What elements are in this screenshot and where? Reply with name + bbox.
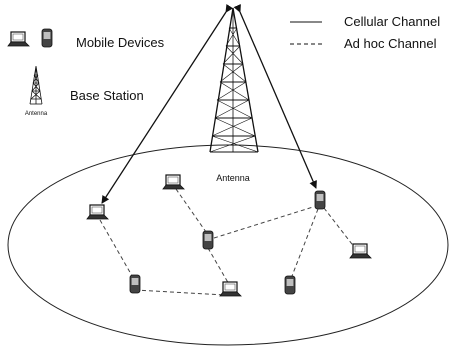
adhoc-link (213, 206, 314, 239)
laptop-icon (219, 281, 242, 297)
cellular-link (101, 3, 234, 204)
phone-icon (314, 190, 326, 210)
adhoc-link (99, 219, 136, 282)
base-station-tower (209, 7, 259, 153)
adhoc-link (323, 207, 356, 249)
laptop-icon (162, 174, 185, 190)
adhoc-link (175, 188, 207, 233)
adhoc-link (207, 247, 231, 287)
adhoc-link (291, 208, 319, 277)
laptop-icon (349, 243, 372, 259)
legend-base-station-label: Base Station (70, 88, 144, 103)
legend-mobile-devices-label: Mobile Devices (76, 35, 165, 50)
cellular-links (101, 3, 317, 204)
legend-antenna-icon (29, 65, 43, 105)
cellular-link (233, 3, 317, 189)
legend-cellular-channel-label: Cellular Channel (344, 14, 440, 29)
legend-laptop-icon (7, 31, 30, 47)
adhoc-link (134, 289, 226, 296)
legend-antenna-small-label: Antenna (25, 111, 48, 117)
legend-adhoc-channel-label: Ad hoc Channel (344, 36, 437, 51)
phone-icon (284, 275, 296, 295)
tower-antenna-label: Antenna (216, 173, 250, 183)
phone-icon (129, 274, 141, 294)
legend-phone-icon (41, 28, 53, 48)
phone-icon (202, 230, 214, 250)
adhoc-links (99, 188, 356, 296)
laptop-icon (86, 204, 109, 220)
